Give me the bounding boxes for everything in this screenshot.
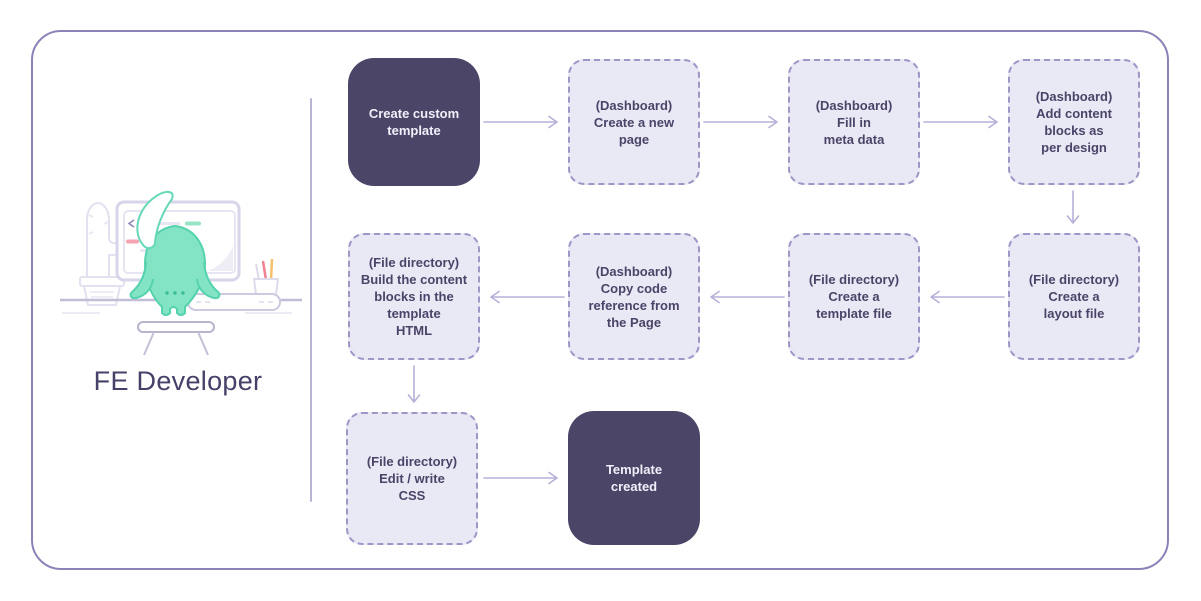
node-label: (Dashboard) Copy code reference from the… (588, 263, 680, 330)
node-create-new-page: (Dashboard) Create a new page (568, 59, 700, 185)
leaf-swoosh-icon (136, 190, 174, 250)
node-label: (File directory) Create a template file (808, 272, 900, 321)
node-create-layout-file: (File directory) Create a layout file (1008, 233, 1140, 360)
node-copy-code-reference: (Dashboard) Copy code reference from the… (568, 233, 700, 360)
node-label: (Dashboard) Create a new page (593, 97, 675, 147)
node-build-content-blocks: (File directory) Build the content block… (348, 233, 480, 360)
node-label: Template created (605, 462, 663, 494)
node-fill-meta-data: (Dashboard) Fill in meta data (788, 59, 920, 185)
arrow-edit-css-to-template-created (483, 471, 558, 485)
node-label: (Dashboard) Add content blocks as per de… (1035, 89, 1113, 155)
arrow-content-blocks-to-layout-file (1066, 190, 1080, 224)
node-create-custom-template: Create custom template (348, 58, 480, 186)
vertical-divider (310, 98, 312, 502)
stool-icon (137, 321, 215, 356)
arrow-layout-file-to-template-file (930, 290, 1005, 304)
arrow-copy-code-to-build-blocks (490, 290, 565, 304)
arrow-new-page-to-meta-data (703, 115, 778, 129)
arrow-build-blocks-to-edit-css (407, 365, 421, 403)
node-create-template-file: (File directory) Create a template file (788, 233, 920, 360)
mascot (129, 190, 221, 316)
keyboard-icon (187, 293, 281, 311)
arrow-meta-data-to-content-blocks (923, 115, 998, 129)
node-template-created: Template created (568, 411, 700, 545)
node-label: (File directory) Build the content block… (360, 255, 468, 338)
node-label: (Dashboard) Fill in meta data (815, 97, 893, 147)
node-add-content-blocks: (Dashboard) Add content blocks as per de… (1008, 59, 1140, 185)
node-edit-write-css: (File directory) Edit / write CSS (346, 412, 478, 545)
arrow-start-to-new-page (483, 115, 558, 129)
actor-label: FE Developer (93, 366, 263, 396)
fe-developer-illustration (60, 190, 302, 356)
node-label: (File directory) Edit / write CSS (366, 454, 458, 503)
node-label: Create custom template (368, 106, 460, 138)
arrow-template-file-to-copy-code (710, 290, 785, 304)
node-label: (File directory) Create a layout file (1028, 272, 1120, 321)
